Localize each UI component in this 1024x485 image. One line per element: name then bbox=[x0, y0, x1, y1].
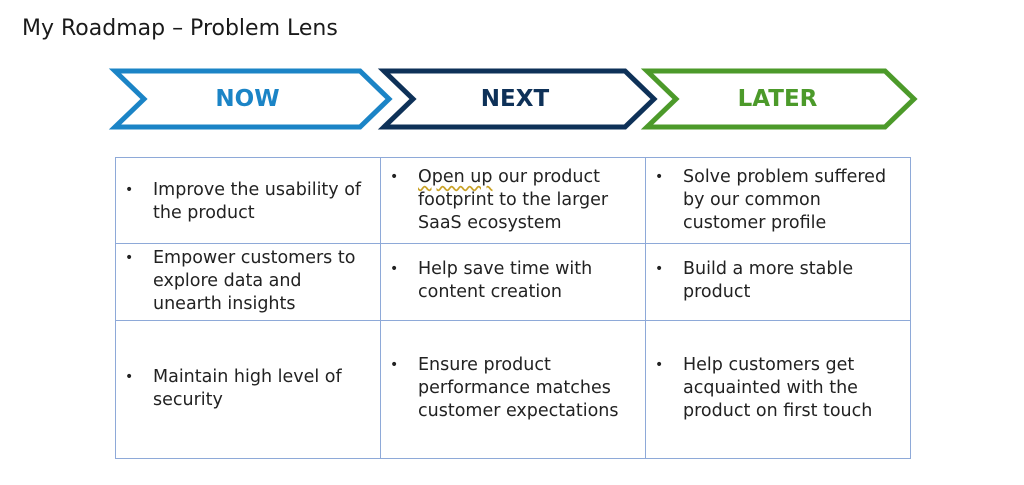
chevron-now bbox=[108, 68, 393, 130]
page-title: My Roadmap – Problem Lens bbox=[22, 16, 338, 41]
bullet-item: Help save time with content creation bbox=[381, 258, 645, 304]
bullet-item: Ensure product performance matches custo… bbox=[381, 354, 645, 423]
cell-next-1: Open up our product footprint to the lar… bbox=[380, 157, 646, 244]
cell-now-1: Improve the usability of the product bbox=[115, 157, 381, 244]
spellcheck-underlined-text: Open up bbox=[418, 167, 493, 187]
bullet-item: Solve problem suffered by our common cus… bbox=[646, 166, 910, 235]
cell-later-3: Help customers get acquainted with the p… bbox=[645, 320, 911, 459]
bullet-item: Open up our product footprint to the lar… bbox=[381, 166, 645, 235]
roadmap-table: Improve the usability of the product Ope… bbox=[115, 157, 911, 459]
bullet-item: Improve the usability of the product bbox=[116, 179, 380, 225]
phase-label-now: NOW bbox=[215, 86, 280, 112]
cell-later-2: Build a more stable product bbox=[645, 243, 911, 321]
table-row: Maintain high level of security Ensure p… bbox=[115, 320, 911, 459]
phase-label-later: LATER bbox=[737, 86, 818, 112]
bullet-item: Empower customers to explore data and un… bbox=[116, 247, 380, 316]
chevron-later bbox=[640, 68, 918, 130]
chevron-next bbox=[377, 68, 658, 130]
phase-label-next: NEXT bbox=[480, 86, 550, 112]
cell-next-3: Ensure product performance matches custo… bbox=[380, 320, 646, 459]
cell-next-2: Help save time with content creation bbox=[380, 243, 646, 321]
table-row: Improve the usability of the product Ope… bbox=[115, 157, 911, 244]
cell-later-1: Solve problem suffered by our common cus… bbox=[645, 157, 911, 244]
table-row: Empower customers to explore data and un… bbox=[115, 243, 911, 321]
cell-now-2: Empower customers to explore data and un… bbox=[115, 243, 381, 321]
bullet-item: Build a more stable product bbox=[646, 258, 910, 304]
phase-chevrons bbox=[108, 68, 918, 130]
bullet-item: Help customers get acquainted with the p… bbox=[646, 354, 910, 423]
cell-now-3: Maintain high level of security bbox=[115, 320, 381, 459]
bullet-item: Maintain high level of security bbox=[116, 366, 380, 412]
